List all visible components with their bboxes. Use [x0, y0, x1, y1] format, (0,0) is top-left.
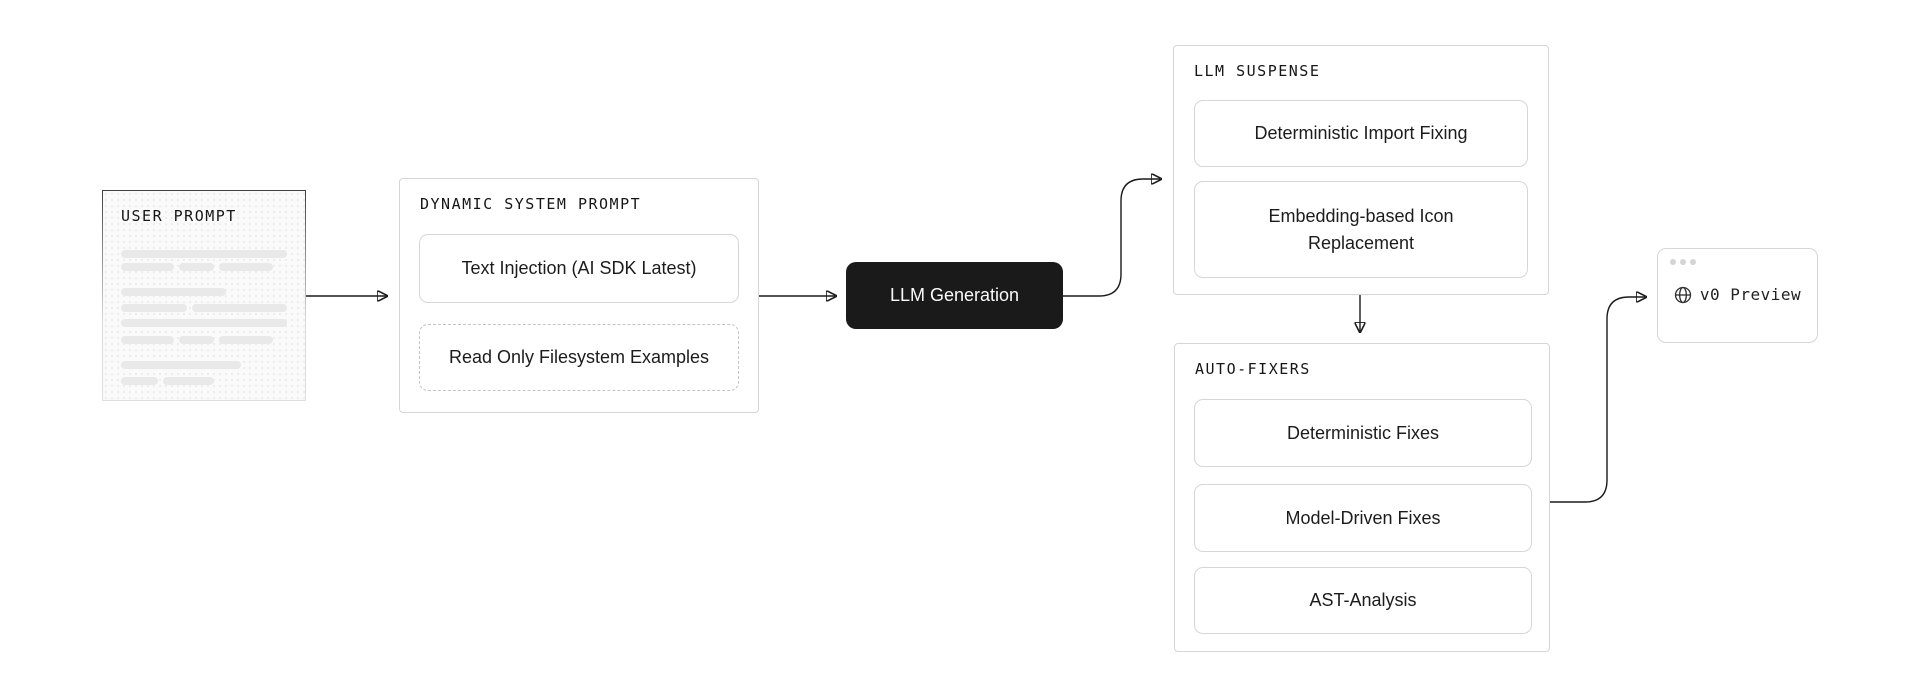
user-prompt-card: USER PROMPT: [102, 190, 306, 401]
node-embedding-based-icon-replacement-label: Embedding-based Icon Replacement: [1268, 205, 1454, 253]
v0-preview-content: v0 Preview: [1658, 285, 1817, 304]
node-model-driven-fixes-label: Model-Driven Fixes: [1285, 507, 1441, 528]
node-text-injection-label: Text Injection (AI SDK Latest): [461, 258, 697, 278]
node-deterministic-import-fixing: Deterministic Import Fixing: [1194, 100, 1528, 167]
node-deterministic-import-fixing-label: Deterministic Import Fixing: [1254, 123, 1468, 143]
v0-preview-label: v0 Preview: [1699, 285, 1802, 304]
skeleton-line: [192, 304, 287, 312]
node-embedding-based-icon-replacement: Embedding-based Icon Replacement: [1194, 181, 1528, 278]
node-deterministic-fixes-label: Deterministic Fixes: [1286, 422, 1440, 443]
skeleton-line: [121, 263, 174, 271]
node-read-only-filesystem-examples-label: Read Only Filesystem Examples: [448, 347, 710, 367]
node-deterministic-fixes: Deterministic Fixes: [1194, 399, 1532, 467]
dynamic-system-prompt-group: DYNAMIC SYSTEM PROMPT Text Injection (AI…: [399, 178, 759, 413]
arrow-llm-to-suspense: [1063, 179, 1160, 297]
skeleton-line: [121, 250, 287, 258]
dynamic-system-prompt-title: DYNAMIC SYSTEM PROMPT: [420, 195, 642, 213]
node-llm-generation-label: LLM Generation: [889, 285, 1020, 305]
window-dot: [1690, 259, 1696, 265]
window-traffic-dots: [1670, 259, 1696, 265]
node-read-only-filesystem-examples: Read Only Filesystem Examples: [419, 324, 739, 391]
skeleton-line: [121, 304, 187, 312]
node-model-driven-fixes: Model-Driven Fixes: [1194, 484, 1532, 552]
node-ast-analysis-label: AST-Analysis: [1309, 590, 1417, 610]
auto-fixers-title: AUTO-FIXERS: [1195, 360, 1311, 378]
v0-preview-window: v0 Preview: [1657, 248, 1818, 343]
skeleton-line: [163, 377, 214, 385]
skeleton-line: [219, 336, 273, 344]
skeleton-line: [179, 263, 214, 271]
skeleton-line: [121, 288, 226, 296]
window-dot: [1670, 259, 1676, 265]
user-prompt-title: USER PROMPT: [121, 207, 237, 225]
skeleton-line: [219, 263, 273, 271]
auto-fixers-group: AUTO-FIXERS Deterministic Fixes Model-Dr…: [1174, 343, 1550, 652]
skeleton-line: [179, 336, 214, 344]
llm-suspense-group: LLM SUSPENSE Deterministic Import Fixing…: [1173, 45, 1549, 295]
arrow-autofixers-to-preview: [1548, 297, 1645, 503]
node-ast-analysis: AST-Analysis: [1194, 567, 1532, 634]
node-llm-generation: LLM Generation: [846, 262, 1063, 329]
window-dot: [1680, 259, 1686, 265]
node-text-injection: Text Injection (AI SDK Latest): [419, 234, 739, 303]
llm-suspense-title: LLM SUSPENSE: [1194, 62, 1321, 80]
skeleton-line: [121, 336, 174, 344]
skeleton-line: [121, 377, 158, 385]
user-prompt-skeleton: [121, 250, 287, 385]
skeleton-line: [121, 319, 287, 327]
skeleton-line: [121, 361, 241, 369]
globe-icon: [1674, 286, 1692, 303]
